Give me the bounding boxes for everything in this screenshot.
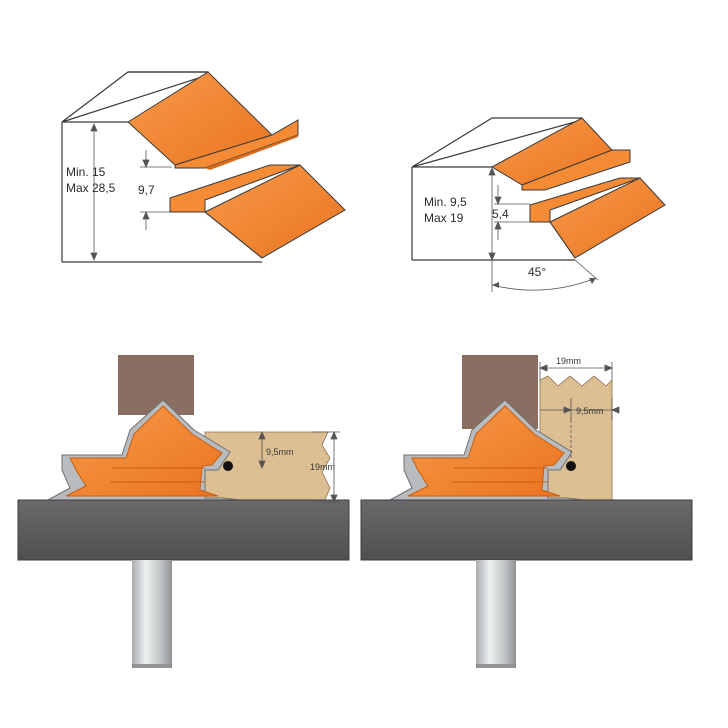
tongue-size-label: 9,7: [138, 183, 155, 197]
bottom-left-setup: 9,5mm 19mm: [17, 355, 350, 668]
shank: [132, 560, 172, 668]
thickness-label: 19mm: [310, 462, 335, 472]
width-label: 19mm: [556, 356, 581, 366]
offset-dimension: [258, 430, 266, 470]
shank: [476, 560, 516, 668]
bottom-right-setup: 19mm 9,5mm: [360, 355, 693, 668]
upper-tongue: [521, 149, 631, 191]
height-range-line2: Max 19: [424, 211, 464, 225]
angle-label: 45°: [528, 265, 546, 279]
top-left-joint: Min. 15 Max 28,5 9,7: [61, 71, 346, 263]
bearing: [566, 461, 576, 471]
tongue-size-label: 5,4: [492, 207, 509, 221]
height-range-line1: Min. 15: [66, 165, 106, 179]
cutter-body: [65, 405, 223, 497]
width-dimension: [538, 362, 614, 380]
cutter-body: [407, 405, 565, 497]
router-table: [360, 499, 693, 561]
offset-label: 9,5mm: [576, 406, 604, 416]
offset-label: 9,5mm: [266, 447, 294, 457]
thickness-dimension: [312, 430, 340, 504]
angle-arc: [491, 259, 599, 292]
offset-dimension: [540, 398, 620, 460]
height-range-line2: Max 28,5: [66, 181, 116, 195]
height-range-line1: Min. 9,5: [424, 195, 467, 209]
tongue-dimension: [494, 185, 530, 240]
height-dimension: [488, 166, 496, 262]
tongue-dimension: [140, 150, 172, 230]
top-right-joint: Min. 9,5 Max 19 5,4 45°: [411, 117, 666, 292]
fence: [118, 355, 194, 415]
router-table: [17, 499, 350, 561]
lower-bevel-face: [204, 164, 346, 259]
height-dimension: [90, 122, 98, 262]
bearing: [223, 461, 233, 471]
